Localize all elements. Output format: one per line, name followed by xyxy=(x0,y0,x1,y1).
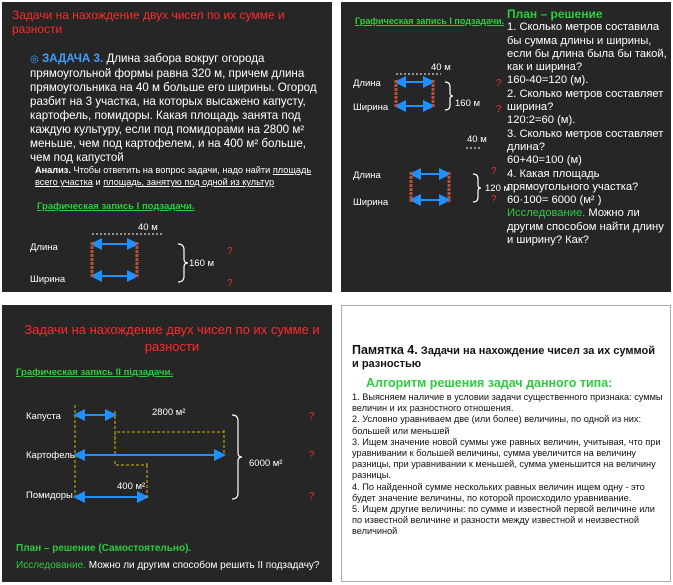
plan-label: План – решение xyxy=(16,543,96,554)
memo-label: Памятка 4. xyxy=(352,343,418,357)
algorithm-step: 3. Ищем значение новой суммы уже равных … xyxy=(352,436,661,481)
plan-step: 60+40=100 (м) xyxy=(507,154,582,167)
algorithm-step: 5. Ищем другие величины: по сумме и изве… xyxy=(352,504,655,537)
rectangle-diagram xyxy=(90,233,189,283)
research-text: Можно ли другим способом найти длину и ш… xyxy=(507,207,664,247)
dim-40: 40 м xyxy=(138,222,158,233)
algorithm-steps: 1. Выясняем наличие в условии задачи сущ… xyxy=(352,392,667,538)
task-text: Длина забора вокруг огорода прямоугольно… xyxy=(30,52,317,164)
row-label-cabbage: Капуста xyxy=(26,411,61,422)
task-text-block: ◎ ЗАДАЧА 3. Длина забора вокруг огорода … xyxy=(30,52,326,165)
segment-diagram xyxy=(73,405,243,503)
row-label-potato: Картофель xyxy=(26,450,75,461)
plan-step: 120:2=60 (м). xyxy=(507,114,576,127)
memo-title: Задачи на нахождение чисел за их суммой … xyxy=(352,345,655,370)
analysis-label: Анализ. xyxy=(35,165,71,175)
question-mark: ? xyxy=(491,194,497,205)
width-label: Ширина xyxy=(30,274,66,285)
algorithm-title: Алгоритм решения задач данного типа: xyxy=(366,376,613,390)
research-label: Исследование. xyxy=(507,207,586,220)
plan-title: План – решение xyxy=(507,7,603,21)
plan-step: 160-40=120 (м). xyxy=(507,74,589,87)
question-mark: ? xyxy=(227,278,233,289)
task-label: ЗАДАЧА 3. xyxy=(41,52,104,65)
dim-40-second: 40 м xyxy=(467,134,487,145)
plan-step: 4. Какая площадь прямоугольного участка?… xyxy=(507,167,639,207)
algorithm-step: 4. По найденной сумме нескольких равных … xyxy=(352,481,645,503)
question-mark: ? xyxy=(496,78,502,89)
row-label-tomato: Помидоры xyxy=(26,490,73,501)
analysis-text: Чтобы ответить на вопрос задачи, надо на… xyxy=(73,165,271,175)
plan-step: 2. Сколько метров составляет ширина? xyxy=(507,87,664,114)
research-line: Исследование. Можно ли другим способом р… xyxy=(16,560,320,571)
dim-6000: 6000 м² xyxy=(249,458,283,469)
algorithm-step: 2. Условно уравниваем две (или более) ве… xyxy=(352,414,642,436)
plan-self: (Самостоятельно). xyxy=(98,543,192,554)
dim-120: 120 м xyxy=(485,183,511,194)
graph-title: Графическая запись II пiдзадачи. xyxy=(16,367,174,378)
dim-400: 400 м² xyxy=(117,481,146,492)
memo-header: Памятка 4. Задачи на нахождение чисел за… xyxy=(352,344,662,371)
analysis-link-1: площадь всего участка xyxy=(35,165,312,187)
question-mark: ? xyxy=(491,166,497,177)
question-mark: ? xyxy=(227,246,233,257)
slide-title: Задачи на нахождение двух чисел по их су… xyxy=(12,8,285,36)
question-mark: ? xyxy=(309,450,315,461)
slide-4[interactable]: Памятка 4. Задачи на нахождение чисел за… xyxy=(341,305,671,582)
plan-step: 1. Сколько метров составила бы сумма дли… xyxy=(507,21,667,74)
slide-1[interactable]: Задачи на нахождение двух чисел по их су… xyxy=(2,2,332,292)
plan-line: План – решение (Самостоятельно). xyxy=(16,543,191,554)
question-mark: ? xyxy=(309,491,315,502)
slide-3[interactable]: Задачи на нахождение двух чисел по их су… xyxy=(2,305,332,582)
rectangle-diagram xyxy=(394,73,482,206)
graph-title: Графическая запись I подзадачи. xyxy=(37,201,195,212)
algorithm-step: 1. Выясняем наличие в условии задачи сущ… xyxy=(352,392,663,414)
plan-step: 3. Сколько метров составляет длина? xyxy=(507,127,664,153)
analysis-and: и xyxy=(95,177,101,187)
width-label: Ширина xyxy=(353,197,389,208)
plan-block: План – решение 1. Сколько метров состави… xyxy=(507,7,667,247)
dim-2800: 2800 м² xyxy=(152,407,186,418)
length-label: Длина xyxy=(30,242,58,253)
length-label: Длина xyxy=(353,170,381,181)
analysis-block: Анализ. Чтобы ответить на вопрос задачи,… xyxy=(35,164,325,188)
slide-2[interactable]: Графическая запись I подзадачи. 40 м Дли… xyxy=(341,2,671,292)
bullet-icon: ◎ xyxy=(30,54,39,65)
width-label: Ширина xyxy=(353,102,389,113)
dim-160: 160 м xyxy=(189,258,215,269)
research-label: Исследование. xyxy=(16,560,86,571)
question-mark: ? xyxy=(496,104,502,115)
research-text: Можно ли другим способом решить II подза… xyxy=(88,560,320,571)
dim-40: 40 м xyxy=(431,62,451,73)
dim-160: 160 м xyxy=(455,98,481,109)
slide-title: Задачи на нахождение двух чисел по их су… xyxy=(24,322,320,354)
length-label: Длина xyxy=(353,78,381,89)
analysis-link-2: площадь, занятую под одной из культур xyxy=(103,177,275,187)
graph-title: Графическая запись I подзадачи. xyxy=(355,16,505,26)
question-mark: ? xyxy=(309,411,315,422)
